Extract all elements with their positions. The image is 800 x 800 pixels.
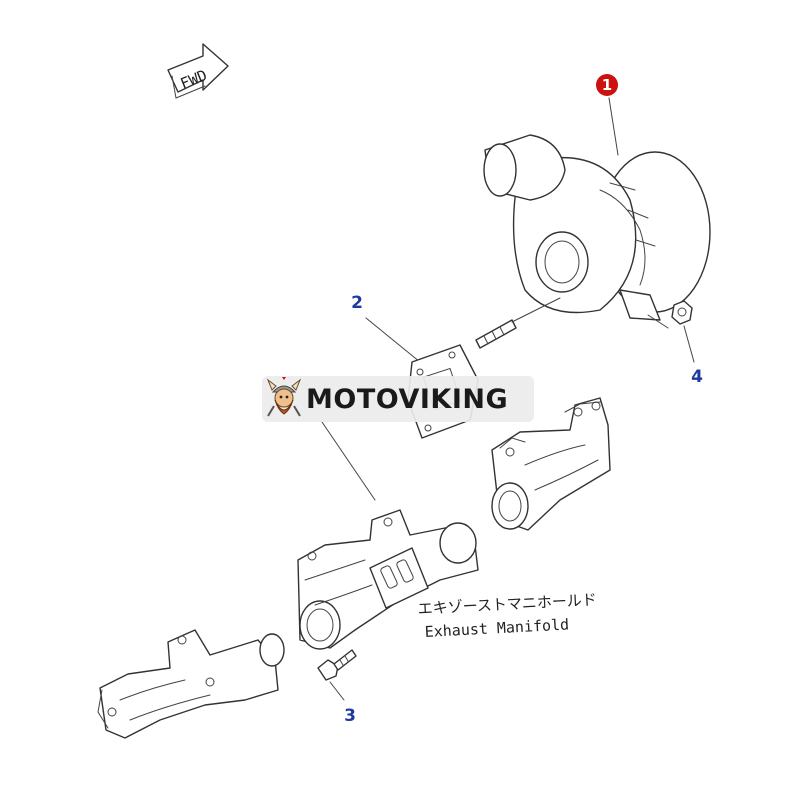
stud-bolt xyxy=(475,319,517,349)
nut xyxy=(671,300,693,325)
part-label-en: Exhaust Manifold xyxy=(424,615,569,641)
exhaust-manifold-center xyxy=(297,509,479,650)
callout-2[interactable]: 2 xyxy=(351,293,363,313)
callout-1-number: 1 xyxy=(602,76,612,94)
callout-1[interactable]: 1 xyxy=(596,74,618,96)
watermark-logo: MOTOVIKING xyxy=(262,376,534,422)
bolt xyxy=(317,649,357,681)
part-label-jp: エキゾーストマニホールド xyxy=(417,591,597,618)
fwd-arrow-icon: FWD xyxy=(167,43,229,99)
watermark-text: MOTOVIKING xyxy=(306,383,509,415)
callout-4[interactable]: 4 xyxy=(691,367,703,387)
turbocharger xyxy=(483,134,711,321)
exhaust-manifold-rear xyxy=(491,397,611,531)
viking-mascot-icon xyxy=(266,377,302,417)
exhaust-manifold-front xyxy=(97,629,285,739)
callout-3[interactable]: 3 xyxy=(344,706,356,726)
